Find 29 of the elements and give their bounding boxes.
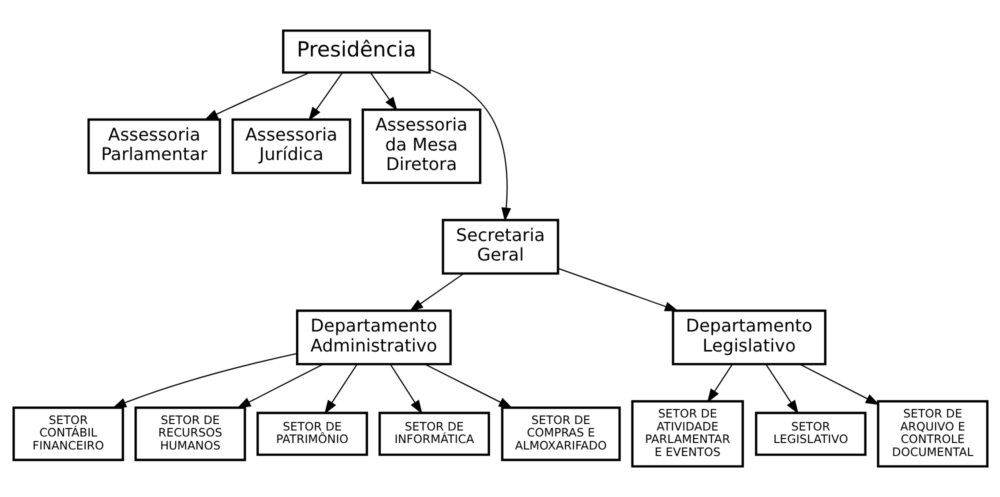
node-box: SETOR DE RECURSOS HUMANOS bbox=[134, 406, 246, 462]
arrow bbox=[308, 72, 342, 121]
arrow bbox=[408, 273, 464, 312]
arrow bbox=[557, 268, 678, 312]
node-box: Departamento Legislativo bbox=[671, 310, 826, 366]
node-box: Departamento Administrativo bbox=[296, 310, 452, 366]
arrow bbox=[112, 352, 296, 408]
arrow bbox=[764, 364, 798, 414]
node-box: SETOR DE INFORMÁTICA bbox=[378, 412, 490, 456]
node-box: SETOR DE ATIVIDADE PARLAMENTAR E EVENTOS bbox=[630, 400, 744, 468]
arrow bbox=[799, 364, 880, 406]
node-box: Secretaria Geral bbox=[441, 218, 559, 275]
node-box: Presidência bbox=[282, 29, 430, 74]
arrow bbox=[706, 364, 732, 403]
node-box: SETOR DE ARQUIVO E CONTROLE DOCUMENTAL bbox=[876, 400, 988, 468]
arrow bbox=[389, 364, 422, 414]
arrow bbox=[324, 364, 358, 414]
node-box: SETOR CONTÁBIL FINANCEIRO bbox=[12, 406, 124, 462]
arrow bbox=[204, 72, 310, 120]
arrow bbox=[236, 364, 323, 408]
arrow bbox=[370, 72, 397, 111]
arrow bbox=[424, 364, 512, 408]
node-box: Assessoria Jurídica bbox=[231, 118, 351, 174]
node-box: SETOR DE COMPRAS E ALMOXARIFADO bbox=[500, 406, 620, 462]
node-box: SETOR DE PATRIMÔNIO bbox=[256, 412, 368, 456]
node-box: Assessoria da Mesa Diretora bbox=[361, 108, 481, 184]
arrow bbox=[429, 68, 511, 222]
node-box: Assessoria Parlamentar bbox=[86, 118, 221, 174]
node-box: SETOR LEGISLATIVO bbox=[754, 412, 866, 456]
